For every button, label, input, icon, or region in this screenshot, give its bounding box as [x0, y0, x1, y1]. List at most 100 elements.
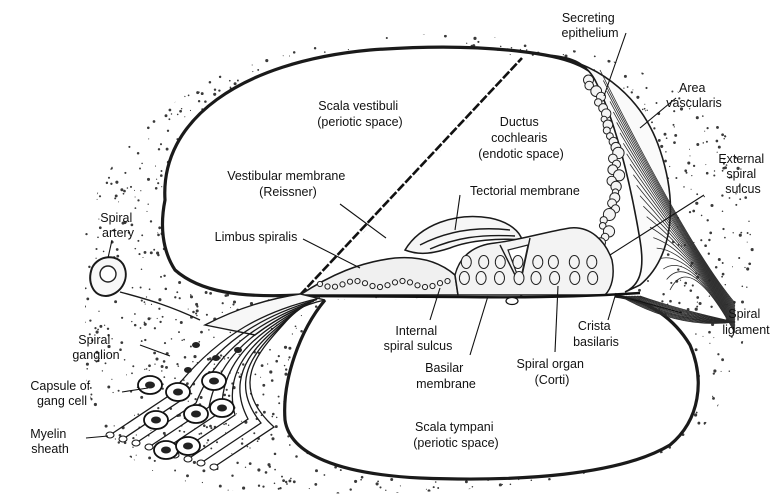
stipple-dot: [187, 37, 188, 38]
stipple-dot: [174, 470, 176, 472]
stipple-dot: [205, 51, 206, 52]
stipple-dot: [213, 337, 214, 338]
stipple-dot: [139, 117, 142, 120]
stipple-dot: [336, 492, 339, 495]
stipple-dot: [86, 298, 89, 301]
stipple-dot: [579, 480, 582, 483]
stipple-dot: [262, 25, 263, 26]
limbus-cell: [347, 279, 352, 284]
stipple-dot: [661, 300, 663, 302]
stipple-dot: [723, 138, 724, 139]
stipple-dot: [636, 488, 639, 491]
stipple-dot: [96, 125, 97, 126]
stipple-dot: [109, 122, 111, 124]
stipple-dot: [201, 26, 202, 27]
stipple-dot: [265, 59, 268, 62]
stipple-dot: [200, 396, 203, 399]
stipple-dot: [154, 477, 157, 480]
stipple-dot: [104, 40, 107, 43]
stipple-dot: [158, 148, 160, 150]
stipple-dot: [707, 440, 709, 442]
stipple-dot: [210, 447, 212, 449]
stipple-dot: [361, 476, 364, 479]
stipple-dot: [707, 127, 709, 129]
stipple-dot: [142, 257, 143, 258]
stipple-dot: [400, 485, 401, 486]
stipple-dot: [687, 41, 688, 42]
stipple-dot: [275, 26, 277, 28]
stipple-dot: [241, 442, 243, 444]
stipple-dot: [144, 301, 146, 303]
stipple-dot: [606, 479, 608, 481]
stipple-dot: [197, 46, 200, 49]
stipple-dot: [200, 57, 201, 58]
stipple-dot: [750, 374, 753, 377]
stipple-dot: [267, 363, 268, 364]
stipple-dot: [732, 458, 735, 461]
label-limbus-spiralis: Limbus spiralis: [215, 230, 298, 244]
stipple-dot: [115, 194, 118, 197]
stipple-dot: [284, 346, 287, 349]
stipple-dot: [304, 37, 305, 38]
stipple-dot: [292, 333, 293, 334]
stipple-dot: [181, 108, 182, 109]
stipple-dot: [163, 275, 165, 277]
stipple-dot: [223, 424, 225, 426]
ganglion-cell-nucleus: [191, 411, 201, 418]
stipple-dot: [261, 27, 264, 30]
stipple-dot: [573, 50, 576, 53]
stipple-dot: [204, 100, 207, 103]
stipple-dot: [725, 284, 726, 285]
stipple-dot: [683, 186, 685, 188]
stipple-dot: [185, 480, 186, 481]
stipple-dot: [275, 32, 277, 34]
stipple-dot: [84, 321, 86, 323]
stipple-dot: [158, 308, 160, 310]
stipple-dot: [144, 251, 147, 254]
stipple-dot: [135, 196, 136, 197]
stipple-dot: [696, 193, 698, 195]
stipple-dot: [81, 466, 83, 468]
stipple-dot: [290, 32, 292, 34]
stipple-dot: [144, 323, 147, 326]
stipple-dot: [368, 29, 370, 31]
stipple-dot: [757, 197, 760, 200]
stipple-dot: [111, 94, 114, 97]
stipple-dot: [106, 161, 109, 164]
stipple-dot: [144, 117, 145, 118]
stipple-dot: [118, 145, 120, 147]
stipple-dot: [653, 127, 655, 129]
stipple-dot: [551, 37, 553, 39]
stipple-dot: [163, 101, 166, 104]
stipple-dot: [152, 83, 154, 85]
limbus-cell: [317, 281, 322, 286]
stipple-dot: [729, 473, 731, 475]
stipple-dot: [680, 280, 681, 281]
stipple-dot: [677, 453, 680, 456]
stipple-dot: [759, 93, 761, 95]
stipple-dot: [236, 62, 237, 63]
stipple-dot: [241, 438, 243, 440]
stipple-dot: [447, 493, 450, 496]
limbus-cell: [430, 283, 435, 288]
stipple-dot: [136, 455, 137, 456]
stipple-dot: [497, 34, 500, 37]
stipple-dot: [687, 161, 690, 164]
stipple-dot: [712, 397, 715, 400]
stipple-dot: [510, 484, 512, 486]
stipple-dot: [136, 44, 139, 47]
stipple-dot: [725, 25, 727, 27]
stipple-dot: [84, 429, 87, 432]
stipple-dot: [314, 483, 317, 486]
stipple-dot: [724, 135, 726, 137]
stipple-dot: [141, 234, 143, 236]
stipple-dot: [670, 80, 671, 81]
stipple-dot: [141, 268, 143, 270]
stipple-dot: [228, 424, 229, 425]
stipple-dot: [128, 466, 129, 467]
stipple-dot: [181, 339, 183, 341]
stipple-dot: [266, 41, 269, 44]
stipple-dot: [376, 482, 379, 485]
stipple-dot: [154, 327, 156, 329]
stipple-dot: [718, 258, 721, 261]
